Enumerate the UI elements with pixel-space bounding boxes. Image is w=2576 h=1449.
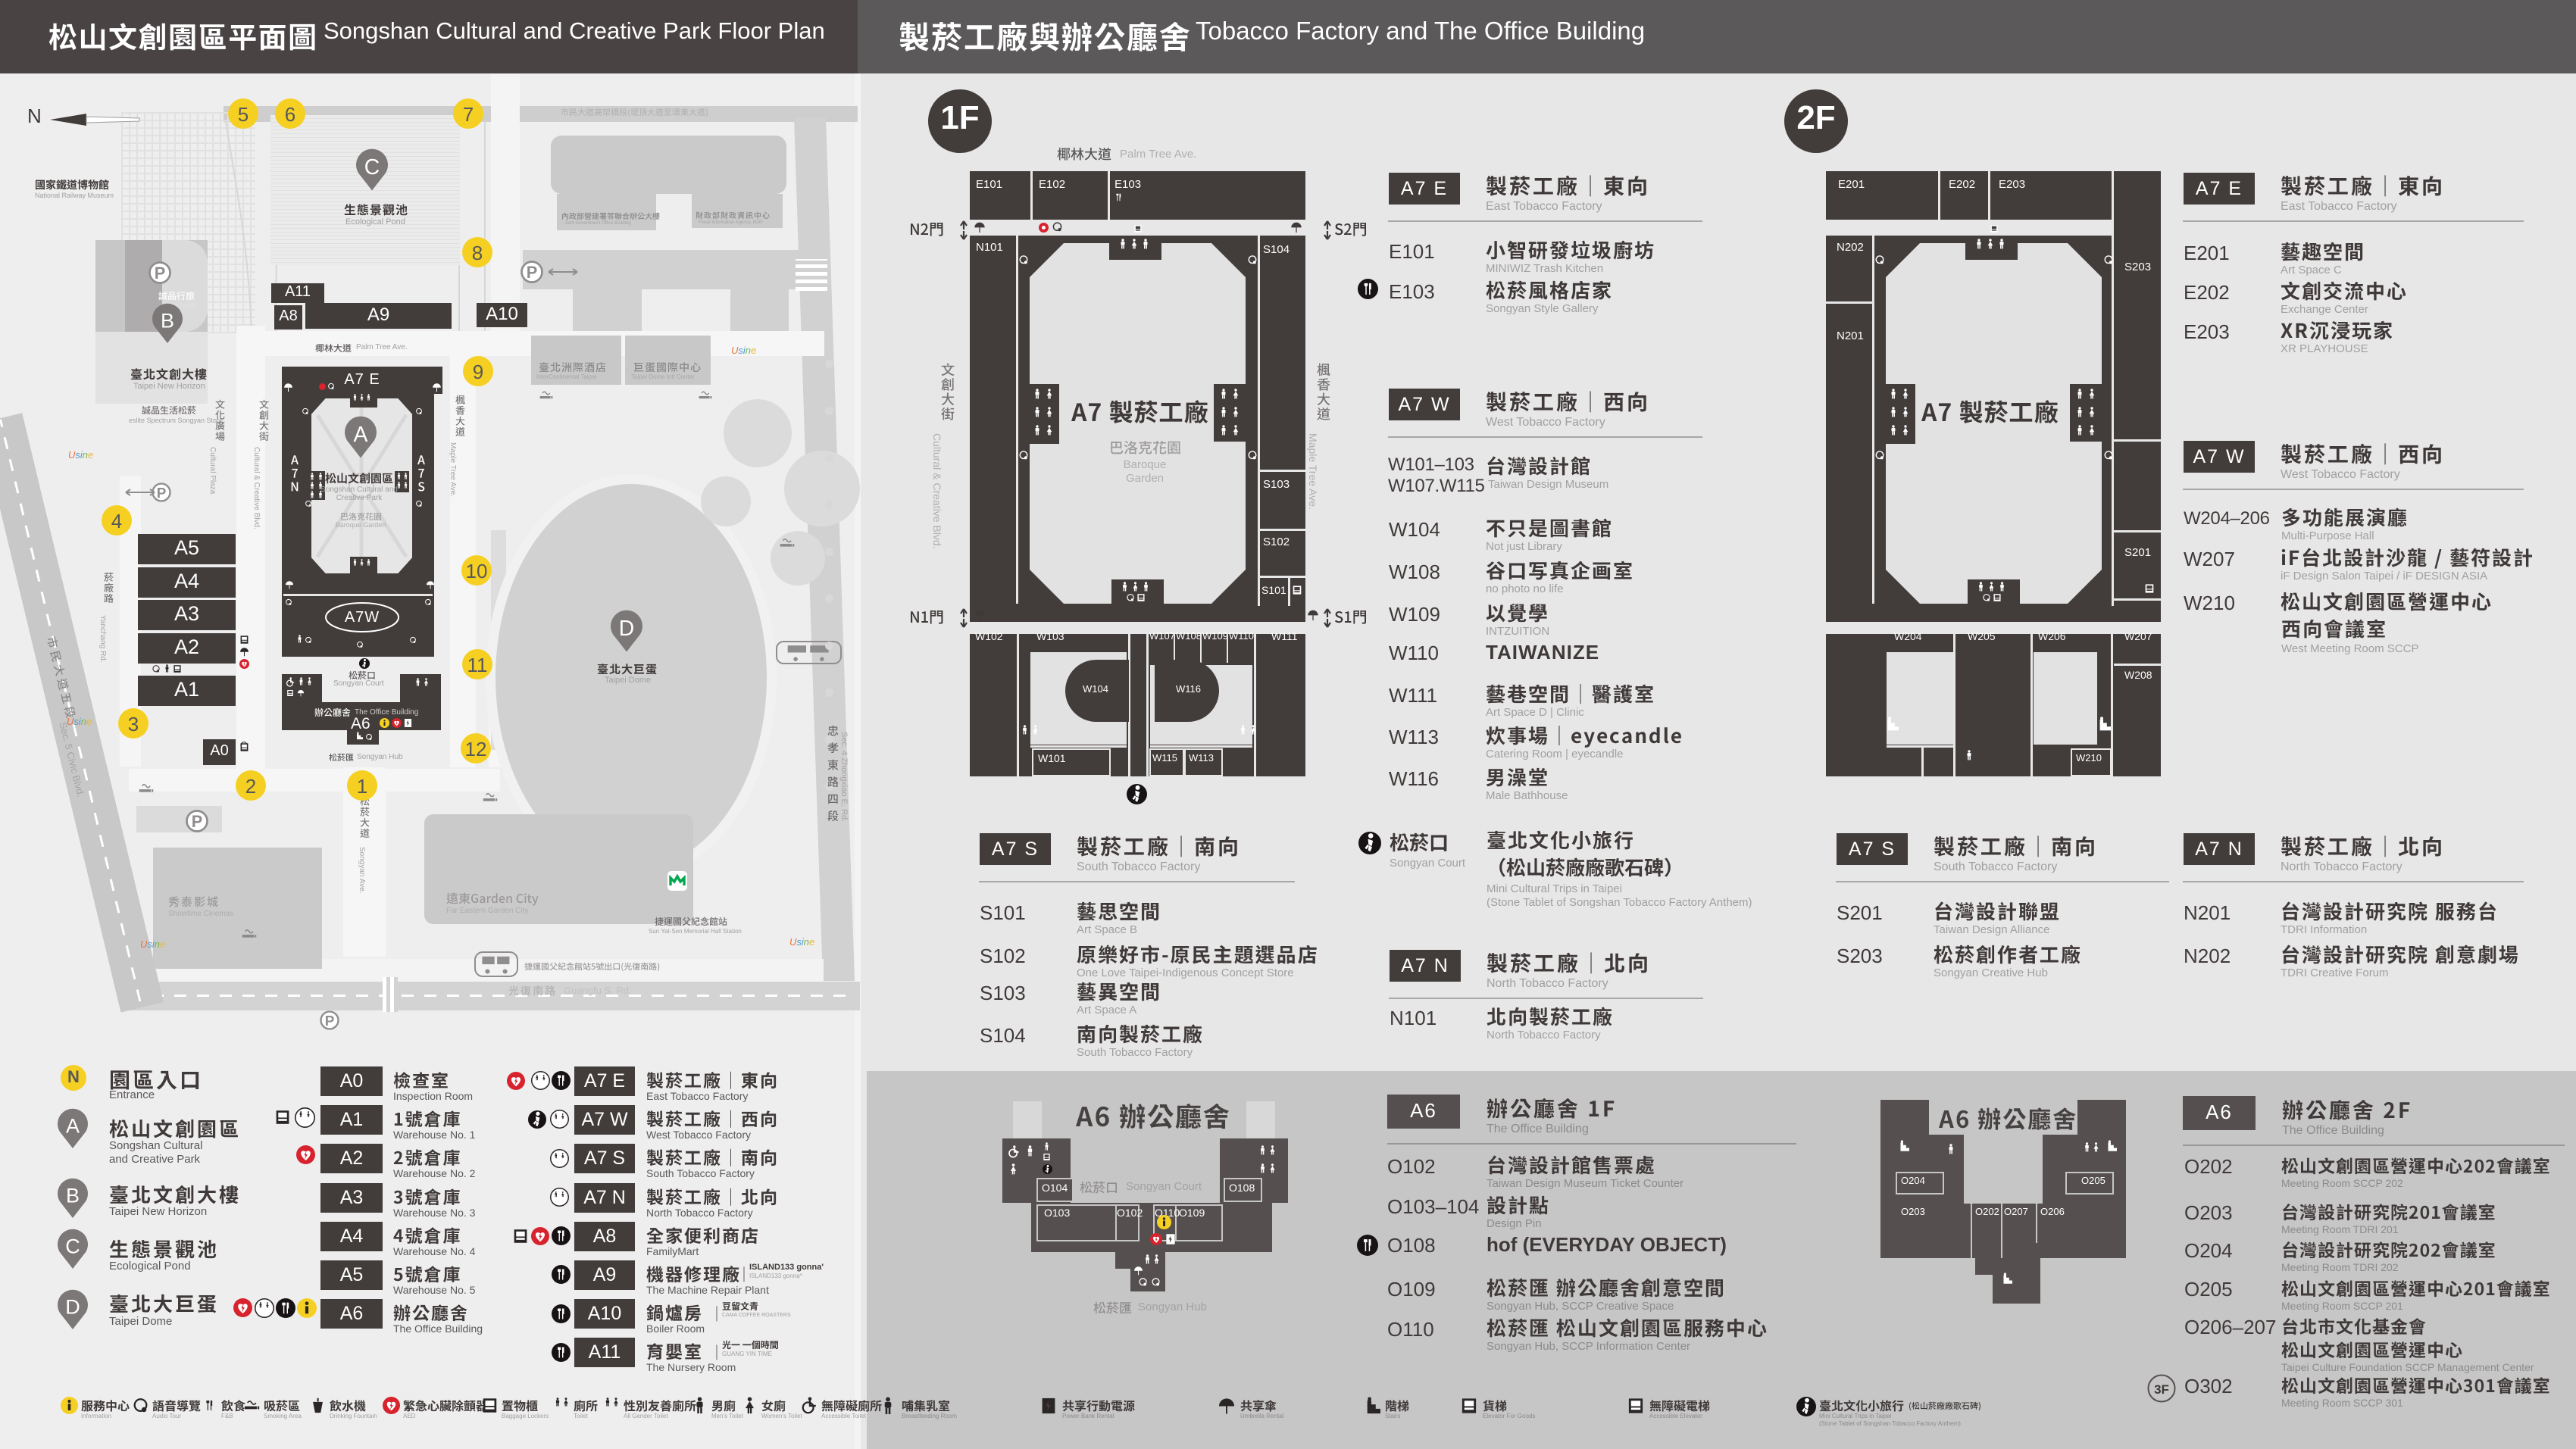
svg-text:D: D <box>619 617 634 641</box>
svg-text:C: C <box>65 1235 80 1257</box>
svg-text:P: P <box>155 264 166 283</box>
svg-text:B: B <box>161 309 174 332</box>
svg-text:P: P <box>527 263 538 282</box>
svg-text:P: P <box>157 485 167 501</box>
svg-text:D: D <box>65 1295 80 1318</box>
svg-text:A: A <box>66 1114 80 1137</box>
svg-text:A: A <box>354 423 368 447</box>
svg-text:P: P <box>192 812 203 831</box>
svg-text:P: P <box>325 1013 335 1029</box>
svg-text:3F: 3F <box>2154 1382 2169 1397</box>
svg-text:C: C <box>364 155 380 180</box>
svg-text:B: B <box>66 1184 80 1207</box>
